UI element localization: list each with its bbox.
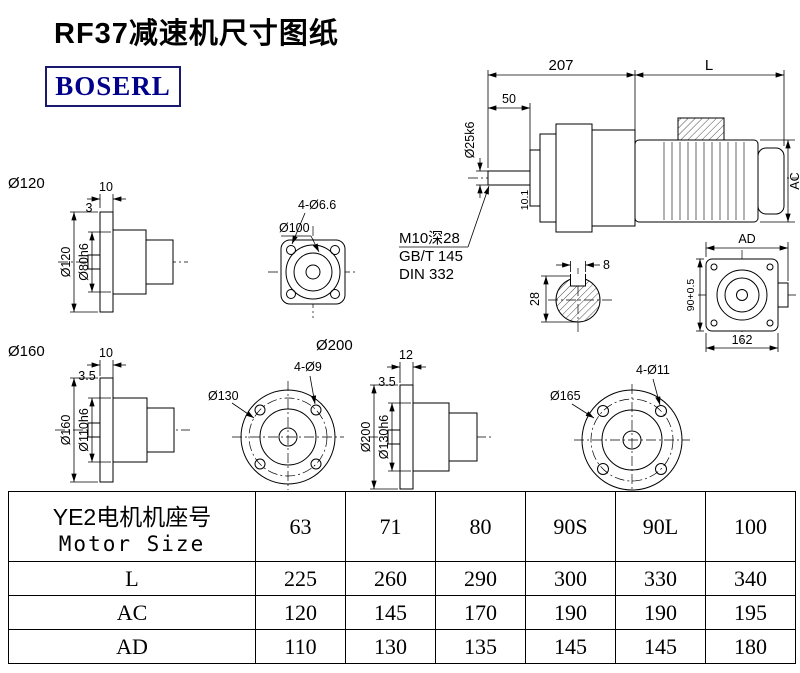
- note-tapped-hole: M10深28: [399, 230, 460, 247]
- dim-shaft-25k6: Ø25k6: [463, 122, 477, 159]
- label-group-120: Ø120: [8, 175, 45, 192]
- dim-key-width-8: 8: [603, 258, 610, 272]
- dim-thickness-12: 12: [399, 348, 413, 362]
- dim-pilot-130: Ø130h6: [377, 415, 391, 460]
- flange-160-side-view: 10 3.5 Ø160 Ø110h6: [55, 346, 190, 483]
- flange-200-side-view: 12 3.5 Ø200 Ø130h6: [359, 348, 492, 490]
- row-label-AC: AC: [8, 595, 256, 630]
- dim-bolt-holes-11: 4-Ø11: [636, 363, 670, 377]
- dim-bolt-holes-6.6: 4-Ø6.6: [298, 198, 336, 212]
- note-gbt145: GB/T 145: [399, 248, 463, 265]
- cell-L-63: 225: [255, 561, 346, 596]
- page-title: RF37减速机尺寸图纸: [54, 18, 339, 50]
- label-group-160: Ø160: [8, 343, 45, 360]
- cell-L-71: 260: [345, 561, 436, 596]
- dim-d100: Ø100: [279, 221, 310, 235]
- table-header-en: Motor Size: [58, 531, 206, 556]
- dim-50: 50: [502, 92, 516, 106]
- table-header-row: YE2电机机座号 Motor Size 63 71 80 90S 90L 100: [8, 491, 796, 562]
- dim-d165: Ø165: [550, 389, 581, 403]
- dim-AC: AC: [788, 172, 800, 189]
- dim-90-tol: 90+0.5: [685, 279, 697, 312]
- brand-logo: BOSERL: [45, 66, 181, 107]
- dim-bolt-holes-9: 4-Ø9: [294, 360, 322, 374]
- dim-od-200: Ø200: [359, 422, 373, 453]
- size-group-labels: Ø120 Ø160 Ø200: [8, 175, 353, 360]
- cell-AC-71: 145: [345, 595, 436, 630]
- dim-pilot-80: Ø80h6: [77, 243, 91, 281]
- brand-logo-text: BOSERL: [55, 71, 171, 101]
- dim-pilot-110: Ø110h6: [77, 408, 91, 452]
- cell-L-100: 340: [705, 561, 796, 596]
- technical-drawing: Ø120 Ø160 Ø200 10 3 Ø120 Ø80h6: [8, 57, 800, 491]
- cell-AC-63: 120: [255, 595, 346, 630]
- dim-AD: AD: [738, 232, 755, 246]
- motor-size-table: YE2电机机座号 Motor Size 63 71 80 90S 90L 100…: [8, 491, 796, 664]
- dim-od-120: Ø120: [59, 247, 73, 278]
- table-header-label: YE2电机机座号 Motor Size: [8, 491, 256, 562]
- motor-size-col-90L: 90L: [615, 491, 706, 562]
- motor-size-col-90S: 90S: [525, 491, 616, 562]
- dim-162: 162: [732, 333, 753, 347]
- dim-thickness-10: 10: [99, 346, 113, 360]
- motor-size-col-63: 63: [255, 491, 346, 562]
- cell-AC-90L: 190: [615, 595, 706, 630]
- row-label-AD: AD: [8, 629, 256, 664]
- dim-d130: Ø130: [208, 389, 239, 403]
- dim-step-3-5: 3.5: [378, 375, 395, 389]
- row-label-L: L: [8, 561, 256, 596]
- cell-L-90S: 300: [525, 561, 616, 596]
- flange-120-side-view: 10 3 Ø120 Ø80h6: [58, 180, 188, 313]
- dim-L: L: [705, 57, 713, 74]
- main-assembly-view: 207 L 50 Ø25k6 10.1 AC M10深28 GB/T 145 D…: [399, 57, 800, 283]
- dim-207: 207: [548, 57, 573, 74]
- cell-L-90L: 330: [615, 561, 706, 596]
- dim-key-height-28: 28: [528, 292, 542, 306]
- motor-size-col-71: 71: [345, 491, 436, 562]
- cell-AD-90L: 145: [615, 629, 706, 664]
- flange-100-front-view: Ø100 4-Ø6.6: [268, 198, 358, 318]
- dim-10-1: 10.1: [519, 190, 531, 211]
- cell-AC-100: 195: [705, 595, 796, 630]
- cell-AC-80: 170: [435, 595, 526, 630]
- dim-thickness-10: 10: [99, 180, 113, 194]
- dim-step-3-5: 3.5: [78, 369, 95, 383]
- shaft-keyway-section: 8 28: [528, 258, 612, 332]
- table-row-AD: AD 110 130 135 145 145 180: [8, 629, 796, 664]
- cell-AD-71: 130: [345, 629, 436, 664]
- motor-size-col-100: 100: [705, 491, 796, 562]
- table-header-cn: YE2电机机座号: [52, 503, 212, 530]
- cell-AD-63: 110: [255, 629, 346, 664]
- table-row-AC: AC 120 145 170 190 190 195: [8, 595, 796, 630]
- note-din332: DIN 332: [399, 266, 454, 283]
- motor-size-col-80: 80: [435, 491, 526, 562]
- label-group-200: Ø200: [316, 337, 353, 354]
- cell-L-80: 290: [435, 561, 526, 596]
- flange-130-front-view: Ø130 4-Ø9: [208, 360, 344, 490]
- cell-AD-80: 135: [435, 629, 526, 664]
- table-row-L: L 225 260 290 300 330 340: [8, 561, 796, 596]
- flange-165-front-view: Ø165 4-Ø11: [550, 363, 690, 491]
- dim-od-160: Ø160: [59, 415, 73, 446]
- cell-AD-90S: 145: [525, 629, 616, 664]
- gearbox-end-view-ad: AD 90+0.5 162: [685, 232, 796, 352]
- cell-AC-90S: 190: [525, 595, 616, 630]
- dim-step-3: 3: [86, 201, 93, 215]
- cell-AD-100: 180: [705, 629, 796, 664]
